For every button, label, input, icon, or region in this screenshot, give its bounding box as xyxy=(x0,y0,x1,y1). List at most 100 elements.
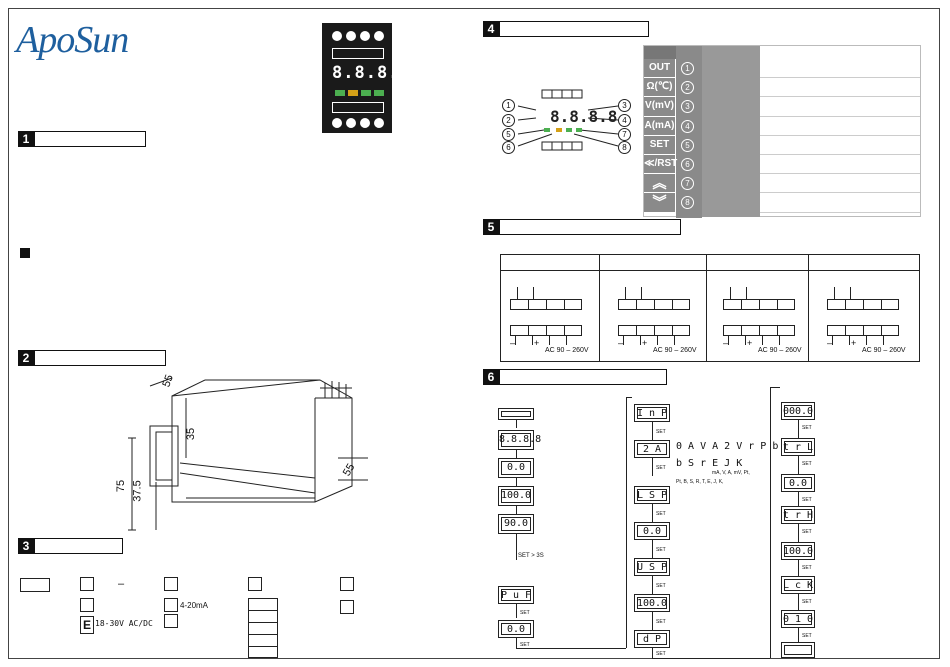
wiring-bottom-terminals-2 xyxy=(618,325,690,336)
flow-col1-display-3: 0.0 xyxy=(498,458,534,478)
output-option-box-2 xyxy=(164,614,178,628)
button-label-3: V(mV) xyxy=(644,97,675,116)
bullet-square xyxy=(20,248,30,258)
set-label-c2-4: SET xyxy=(656,547,666,553)
button-label-1: OUT xyxy=(644,59,675,78)
dim-35: 35 xyxy=(185,427,198,441)
button-number-1: 1 xyxy=(681,62,694,75)
button-label-8: ︾ xyxy=(644,193,675,212)
set-label-c2-2: SET xyxy=(656,465,666,471)
callout-8: 8 xyxy=(618,141,631,154)
model-code-box-6 xyxy=(340,600,354,614)
flow-col2-display-6: 100.0 xyxy=(634,594,670,612)
set-label-c2-last: SET xyxy=(656,651,666,657)
button-number-3: 3 xyxy=(681,100,694,114)
wiring-minus-4: – xyxy=(827,338,833,348)
callout-5: 5 xyxy=(502,128,515,141)
model-code-box-4 xyxy=(248,577,262,591)
svg-text:8.8.8.8: 8.8.8.8 xyxy=(550,107,617,126)
wiring-plus-1: + xyxy=(534,338,540,348)
output-label: 4-20mA xyxy=(180,601,209,610)
set-label-c2-3: SET xyxy=(656,511,666,517)
button-label-5: SET xyxy=(644,135,675,154)
brand-logo: ApoSun xyxy=(16,19,129,61)
wiring-bottom-terminals-3 xyxy=(723,325,795,336)
set-label-c2-6: SET xyxy=(656,619,666,625)
wiring-top-terminals-1 xyxy=(510,299,582,310)
wiring-plus-3: + xyxy=(747,338,753,348)
flow-col1-display-5: 90.0 xyxy=(498,514,534,534)
flow-col2-display-3: L S P xyxy=(634,486,670,504)
set-label-c3-6: SET xyxy=(802,599,812,605)
page-frame xyxy=(8,8,940,659)
flow-col2-display-1: I n P xyxy=(634,404,670,422)
wiring-top-terminals-3 xyxy=(723,299,795,310)
wiring-minus-3: – xyxy=(723,338,729,348)
wiring-supply-label-4: AC 90 – 260V xyxy=(862,347,906,354)
input-option-stack xyxy=(248,598,278,658)
wiring-bottom-terminals-1 xyxy=(510,325,582,336)
panel-diagram: 8.8.8.8 xyxy=(517,89,619,151)
button-number-5: 5 xyxy=(681,138,694,152)
button-label-7: ︽ xyxy=(644,174,675,193)
flow-col3-display-4: t r H xyxy=(781,506,815,524)
set-label-c3-4: SET xyxy=(802,529,812,535)
wiring-supply-label-1: AC 90 – 260V xyxy=(545,347,589,354)
flow-col3-display-2: t r L xyxy=(781,438,815,456)
model-code-dash: – xyxy=(118,578,125,590)
set-label-c2-1: SET xyxy=(656,429,666,435)
puf-display: P u F xyxy=(498,586,534,604)
callout-1: 1 xyxy=(502,99,515,112)
button-label-2: Ω(℃) xyxy=(644,78,675,97)
wiring-plus-2: + xyxy=(642,338,648,348)
flow-col1-display-4: 100.0 xyxy=(498,486,534,506)
flow-col3-display-6: L c K xyxy=(781,576,815,594)
button-number-2: 2 xyxy=(681,81,694,95)
wiring-plus-4: + xyxy=(851,338,857,348)
wiring-top-terminals-2 xyxy=(618,299,690,310)
set-label-c3-7: SET xyxy=(802,633,812,639)
set-label-c1a: SET xyxy=(520,610,530,616)
model-code-box-2 xyxy=(80,577,94,591)
flow-col1-display-2: 8.8.8.8 xyxy=(498,430,541,450)
set-label-c1b: SET xyxy=(520,642,530,648)
input-types-1: mA, V, A, mV, Pt, xyxy=(712,470,750,476)
flow-col2-display-7: d P xyxy=(634,630,670,648)
power-option-box xyxy=(80,598,94,612)
set-hold-label: SET > 3S xyxy=(518,553,544,559)
flow-col2-display-2: 2 A xyxy=(634,440,670,458)
flow-col2-display-4: 0.0 xyxy=(634,522,670,540)
flow-col1-display-1 xyxy=(498,408,534,420)
model-code-box-1 xyxy=(20,578,50,592)
wiring-bottom-terminals-4 xyxy=(827,325,899,336)
flow-col3-display-1: 000.0 xyxy=(781,402,815,420)
model-code-box-5 xyxy=(340,577,354,591)
button-label-6: ≪/RST xyxy=(644,155,677,174)
power-code-box: E xyxy=(80,616,94,634)
dimension-drawing xyxy=(128,377,368,531)
flow-col3-display-8 xyxy=(781,642,815,658)
input-codes-1: 0 A V A 2 V r P b xyxy=(676,441,779,452)
wiring-minus-2: – xyxy=(618,338,624,348)
button-number-7: 7 xyxy=(681,177,694,191)
power-label: 18-30V AC/DC xyxy=(95,619,153,628)
input-codes-2: b S r E J K xyxy=(676,458,743,469)
set-label-c2-5: SET xyxy=(656,583,666,589)
set-label-c3-1: SET xyxy=(802,425,812,431)
set-label-c3-5: SET xyxy=(802,565,812,571)
output-option-box-1 xyxy=(164,598,178,612)
callout-3: 3 xyxy=(618,99,631,112)
set-label-c3-3: SET xyxy=(802,497,812,503)
button-number-4: 4 xyxy=(681,119,694,133)
device-display: 8.8.8.8 xyxy=(332,63,411,83)
set-label-c3-2: SET xyxy=(802,461,812,467)
model-code-box-3 xyxy=(164,577,178,591)
dim-37-5: 37.5 xyxy=(131,480,144,502)
wiring-minus-1: – xyxy=(510,338,516,348)
puf-value-display: 0.0 xyxy=(498,620,534,638)
device-front-image: 8.8.8.8 xyxy=(322,23,410,133)
callout-2: 2 xyxy=(502,114,515,127)
wiring-supply-label-2: AC 90 – 260V xyxy=(653,347,697,354)
flow-col3-display-3: 0.0 xyxy=(781,474,815,492)
wiring-top-terminals-4 xyxy=(827,299,899,310)
